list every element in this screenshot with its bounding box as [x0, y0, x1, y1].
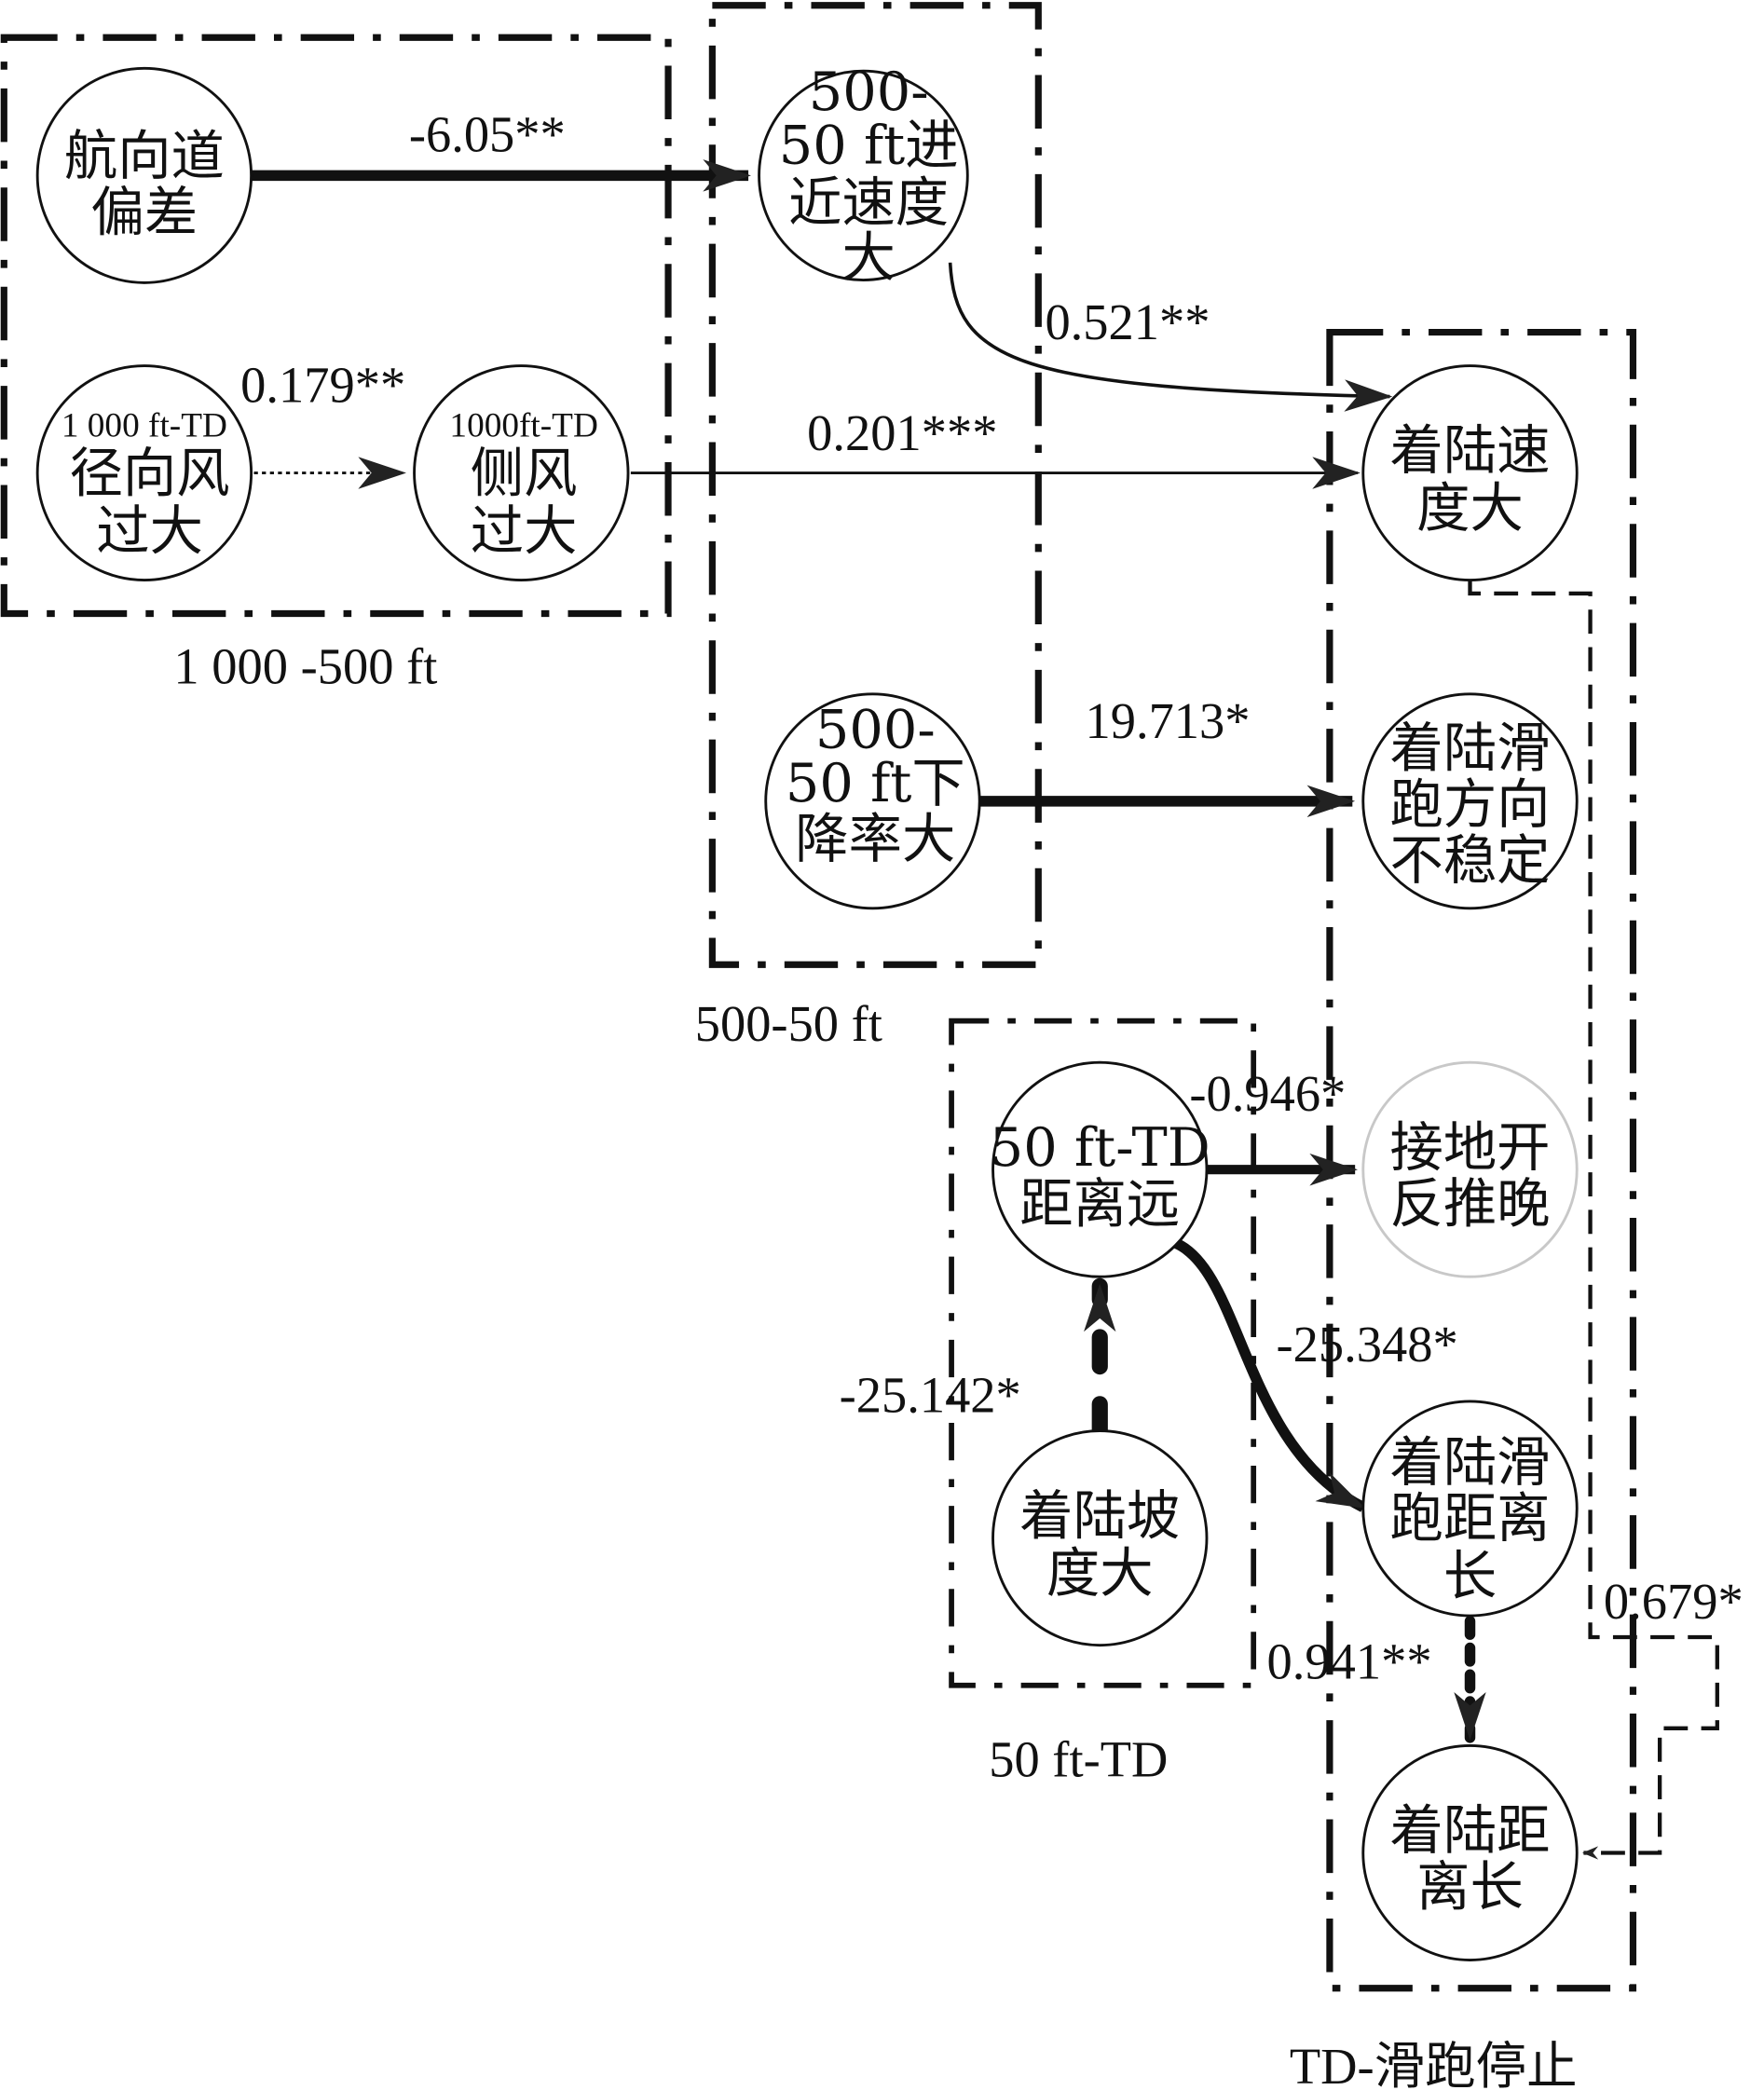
- node-reverse-thrust-late: 接地开 反推晚: [1361, 1060, 1579, 1278]
- edge-label-n1-n4: -6.05**: [409, 105, 566, 162]
- edge-label-n11-n12: 0.941**: [1267, 1633, 1432, 1690]
- svg-text:航向道: 航向道: [64, 125, 225, 187]
- svg-text:度大: 度大: [1416, 477, 1524, 540]
- group-label-500-50ft: 500-50 ft: [695, 995, 882, 1052]
- svg-text:500-: 500-: [815, 698, 936, 760]
- node-radial-wind: 1 000 ft-TD 径向风 过大: [35, 364, 253, 582]
- edge-n4-n8: [948, 262, 1393, 412]
- svg-text:着陆坡: 着陆坡: [1019, 1484, 1180, 1547]
- node-course-deviation: 航向道 偏差: [35, 66, 253, 284]
- edge-label-n3-n8: 0.201***: [807, 404, 997, 461]
- svg-text:度大: 度大: [1046, 1542, 1154, 1605]
- group-box-500-50ft: [708, 2, 1042, 968]
- svg-text:长: 长: [1443, 1545, 1497, 1607]
- svg-text:500-: 500-: [809, 61, 929, 123]
- node-landing-slope: 着陆坡 度大: [991, 1429, 1209, 1647]
- group-box-50ft-td: [949, 1018, 1257, 1688]
- svg-text:过大: 过大: [471, 499, 578, 562]
- svg-text:着陆滑: 着陆滑: [1389, 717, 1550, 779]
- svg-text:偏差: 偏差: [91, 181, 198, 243]
- svg-text:不稳定: 不稳定: [1389, 829, 1550, 892]
- svg-text:大: 大: [841, 226, 895, 289]
- node-direction-unstable: 着陆滑 跑方向 不稳定: [1361, 692, 1579, 910]
- svg-text:离长: 离长: [1416, 1856, 1524, 1919]
- svg-text:1 000 ft-TD: 1 000 ft-TD: [62, 407, 227, 445]
- edge-label-n5-n9: 19.713*: [1085, 692, 1250, 749]
- svg-text:过大: 过大: [96, 499, 203, 562]
- group-box-1000-500ft: [0, 34, 672, 618]
- node-distance-far: 50 ft-TD 距离远: [990, 1060, 1210, 1278]
- node-approach-speed: 500- 50 ft进 近速度 大: [758, 61, 969, 289]
- svg-text:着陆距: 着陆距: [1389, 1799, 1550, 1862]
- svg-text:侧风: 侧风: [471, 443, 578, 505]
- edge-label-n7-n6: -25.142*: [840, 1366, 1021, 1423]
- svg-text:50 ft下: 50 ft下: [786, 752, 965, 814]
- edge-label-n8-n12: 0.679*: [1604, 1573, 1743, 1630]
- edge-n8-n12: [1468, 580, 1719, 1860]
- node-rollout-long: 着陆滑 跑距离 长: [1361, 1400, 1579, 1618]
- node-crosswind: 1000ft-TD 侧风 过大: [413, 364, 630, 582]
- svg-text:着陆速: 着陆速: [1389, 419, 1550, 482]
- svg-text:反推晚: 反推晚: [1389, 1172, 1550, 1235]
- edge-label-n6-n11: -25.348*: [1277, 1316, 1458, 1373]
- svg-text:径向风: 径向风: [70, 443, 230, 505]
- svg-text:跑方向: 跑方向: [1389, 773, 1550, 836]
- svg-text:近速度: 近速度: [788, 171, 949, 234]
- edge-label-n2-n3: 0.179**: [240, 356, 405, 413]
- svg-text:50 ft进: 50 ft进: [779, 114, 959, 176]
- node-descent-rate: 500- 50 ft下 降率大: [764, 692, 981, 910]
- svg-text:1000ft-TD: 1000ft-TD: [449, 407, 597, 445]
- svg-text:着陆滑: 着陆滑: [1389, 1431, 1550, 1494]
- edge-n6-n11: [1173, 1238, 1366, 1512]
- group-label-td-stop: TD-滑跑停止: [1290, 2038, 1578, 2090]
- svg-text:接地开: 接地开: [1389, 1116, 1550, 1179]
- svg-text:50 ft-TD: 50 ft-TD: [990, 1116, 1210, 1179]
- edge-label-n4-n8: 0.521**: [1045, 294, 1210, 350]
- edge-label-n6-n10: -0.946*: [1189, 1065, 1346, 1122]
- svg-text:距离远: 距离远: [1019, 1172, 1180, 1235]
- svg-text:跑距离: 跑距离: [1389, 1487, 1550, 1550]
- svg-text:降率大: 降率大: [795, 808, 955, 870]
- node-landing-distance-long: 着陆距 离长: [1361, 1744, 1579, 1961]
- group-label-50ft-td: 50 ft-TD: [989, 1730, 1168, 1787]
- node-landing-speed: 着陆速 度大: [1361, 364, 1579, 582]
- group-label-1000-500ft: 1 000 -500 ft: [173, 637, 437, 694]
